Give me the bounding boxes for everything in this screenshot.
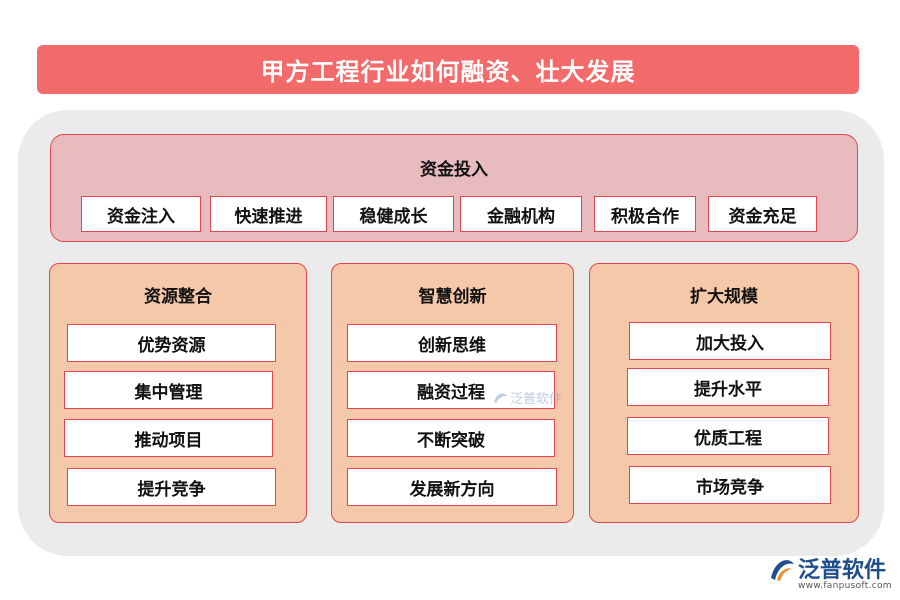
brand-url: www.fanpusoft.com [798, 581, 892, 591]
column-item: 推动项目 [64, 419, 273, 457]
resource-integration-column: 资源整合 优势资源 集中管理 推动项目 提升竞争 [49, 263, 307, 523]
column-item: 不断突破 [347, 419, 555, 457]
page-title: 甲方工程行业如何融资、壮大发展 [260, 58, 636, 86]
watermark-logo-icon [494, 393, 508, 403]
top-item: 金融机构 [460, 196, 582, 232]
column-heading: 资源整合 [144, 287, 212, 307]
scale-expansion-column: 扩大规模 加大投入 提升水平 优质工程 市场竞争 [589, 263, 859, 523]
column-item: 创新思维 [347, 324, 557, 362]
watermark: 泛普软件 [492, 388, 562, 407]
top-item: 稳健成长 [333, 196, 454, 232]
column-item: 提升竞争 [67, 468, 276, 506]
capital-investment-box: 资金投入 资金注入 快速推进 稳健成长 金融机构 积极合作 资金充足 [50, 134, 858, 242]
column-heading: 扩大规模 [690, 287, 758, 307]
top-item: 资金注入 [81, 196, 201, 232]
column-item: 发展新方向 [347, 468, 557, 506]
column-item: 提升水平 [627, 368, 829, 406]
top-item: 资金充足 [708, 196, 817, 232]
title-banner: 甲方工程行业如何融资、壮大发展 [37, 45, 859, 94]
brand-swoosh-icon [771, 560, 794, 581]
column-item: 优质工程 [627, 417, 829, 455]
column-item: 市场竞争 [629, 466, 831, 504]
watermark-text: 泛普软件 [510, 392, 563, 407]
smart-innovation-column: 智慧创新 创新思维 融资过程 不断突破 发展新方向 [331, 263, 574, 523]
column-heading: 智慧创新 [418, 287, 487, 307]
top-item: 快速推进 [210, 196, 327, 232]
column-item: 优势资源 [67, 324, 276, 362]
column-item: 加大投入 [629, 322, 831, 360]
brand-logo: 泛普软件 www.fanpusoft.com [768, 552, 892, 596]
capital-investment-heading: 资金投入 [420, 160, 488, 180]
column-item: 集中管理 [64, 371, 273, 409]
brand-name: 泛普软件 [798, 558, 887, 583]
top-item: 积极合作 [594, 196, 696, 232]
column-item: 融资过程 [347, 371, 555, 409]
